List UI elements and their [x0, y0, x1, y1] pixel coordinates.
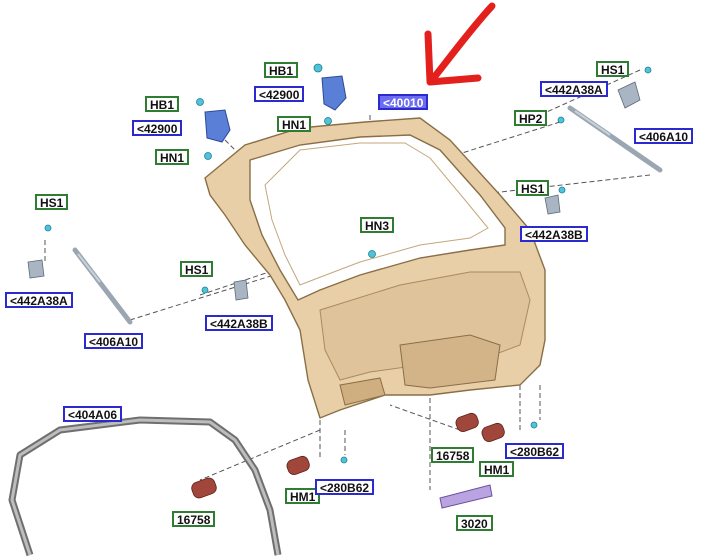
label-hn1-left[interactable]: HN1	[155, 149, 190, 165]
label-hn1-top[interactable]: HN1	[277, 116, 312, 132]
label-hn3[interactable]: HN3	[360, 217, 395, 233]
label-442a38a-right[interactable]: <442A38A	[540, 81, 608, 97]
label-hs1-right-top[interactable]: HS1	[596, 61, 630, 77]
fasteners	[44, 63, 652, 464]
label-442a38b-right[interactable]: <442A38B	[520, 226, 588, 242]
label-hs1-left-mid[interactable]: HS1	[180, 261, 214, 277]
label-hs1-left-top[interactable]: HS1	[35, 194, 69, 210]
label-280b62-left[interactable]: <280B62	[315, 479, 375, 495]
label-40010-highlighted[interactable]: <40010	[378, 94, 429, 110]
label-hm1-right[interactable]: HM1	[479, 461, 515, 477]
label-406a10-right[interactable]: <406A10	[634, 128, 694, 144]
label-16758-right[interactable]: 16758	[431, 447, 475, 463]
label-hs1-right-mid[interactable]: HS1	[516, 180, 550, 196]
label-280b62-right[interactable]: <280B62	[505, 443, 565, 459]
label-hm1-left[interactable]: HM1	[285, 488, 321, 504]
label-406a10-left[interactable]: <406A10	[84, 333, 144, 349]
label-3020[interactable]: 3020	[456, 515, 493, 531]
liftgate-panel	[204, 117, 546, 419]
gas-strut-left	[72, 247, 133, 325]
label-42900-left[interactable]: <42900	[132, 120, 183, 136]
weatherstrip-seal	[8, 416, 282, 557]
label-442a38b-left[interactable]: <442A38B	[205, 315, 273, 331]
handle-bracket	[439, 484, 493, 509]
label-42900-top[interactable]: <42900	[254, 86, 305, 102]
label-hb1-left[interactable]: HB1	[145, 96, 180, 112]
red-arrow-annotation	[424, 2, 496, 86]
label-16758-left[interactable]: 16758	[172, 511, 216, 527]
label-hb1-top[interactable]: HB1	[264, 62, 299, 78]
gas-strut-right	[567, 105, 663, 173]
rubber-bumpers	[191, 412, 505, 499]
label-442a38a-left[interactable]: <442A38A	[5, 292, 73, 308]
brackets	[27, 81, 641, 301]
label-404a06[interactable]: <404A06	[63, 406, 123, 422]
label-hp2[interactable]: HP2	[514, 110, 548, 126]
latch-parts	[204, 75, 347, 143]
